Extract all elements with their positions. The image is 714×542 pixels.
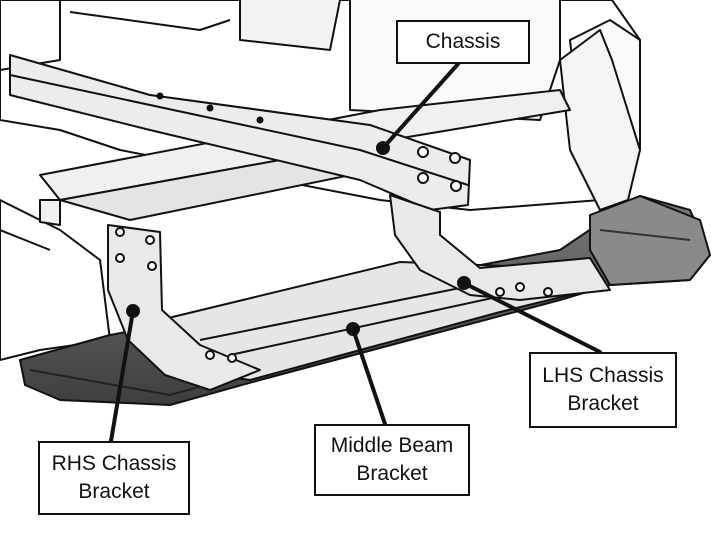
rhs-label-line-2: Bracket [78, 480, 150, 503]
chassis-rail [9, 54, 471, 211]
lhs-leader [462, 281, 602, 354]
leader-lines [109, 62, 602, 443]
middle-beam-bracket-callout: Middle Beam Bracket [314, 424, 470, 496]
lhs-label-line-2: Bracket [567, 392, 639, 415]
middle-beam-leader [351, 327, 387, 426]
rhs-label-line-1: RHS Chassis [51, 452, 177, 475]
chassis-leader [381, 62, 460, 150]
middle-beam-leader-dot [346, 322, 360, 336]
chassis-leader-dot [376, 141, 390, 155]
lhs-chassis-bracket [389, 194, 611, 301]
chassis-label: Chassis [425, 30, 501, 53]
rhs-leader [109, 309, 135, 443]
chassis-callout: Chassis [396, 20, 530, 64]
leader-dots [126, 141, 471, 336]
rhs-leader-dot [126, 304, 140, 318]
rhs-chassis-bracket-callout: RHS Chassis Bracket [38, 441, 190, 515]
lhs-chassis-bracket-callout: LHS Chassis Bracket [529, 352, 677, 428]
rhs-chassis-bracket [107, 224, 261, 391]
middle-beam-label-line-1: Middle Beam [330, 434, 454, 457]
lhs-leader-dot [457, 276, 471, 290]
middle-beam-label-line-2: Bracket [356, 462, 428, 485]
lhs-label-line-1: LHS Chassis [542, 364, 664, 387]
